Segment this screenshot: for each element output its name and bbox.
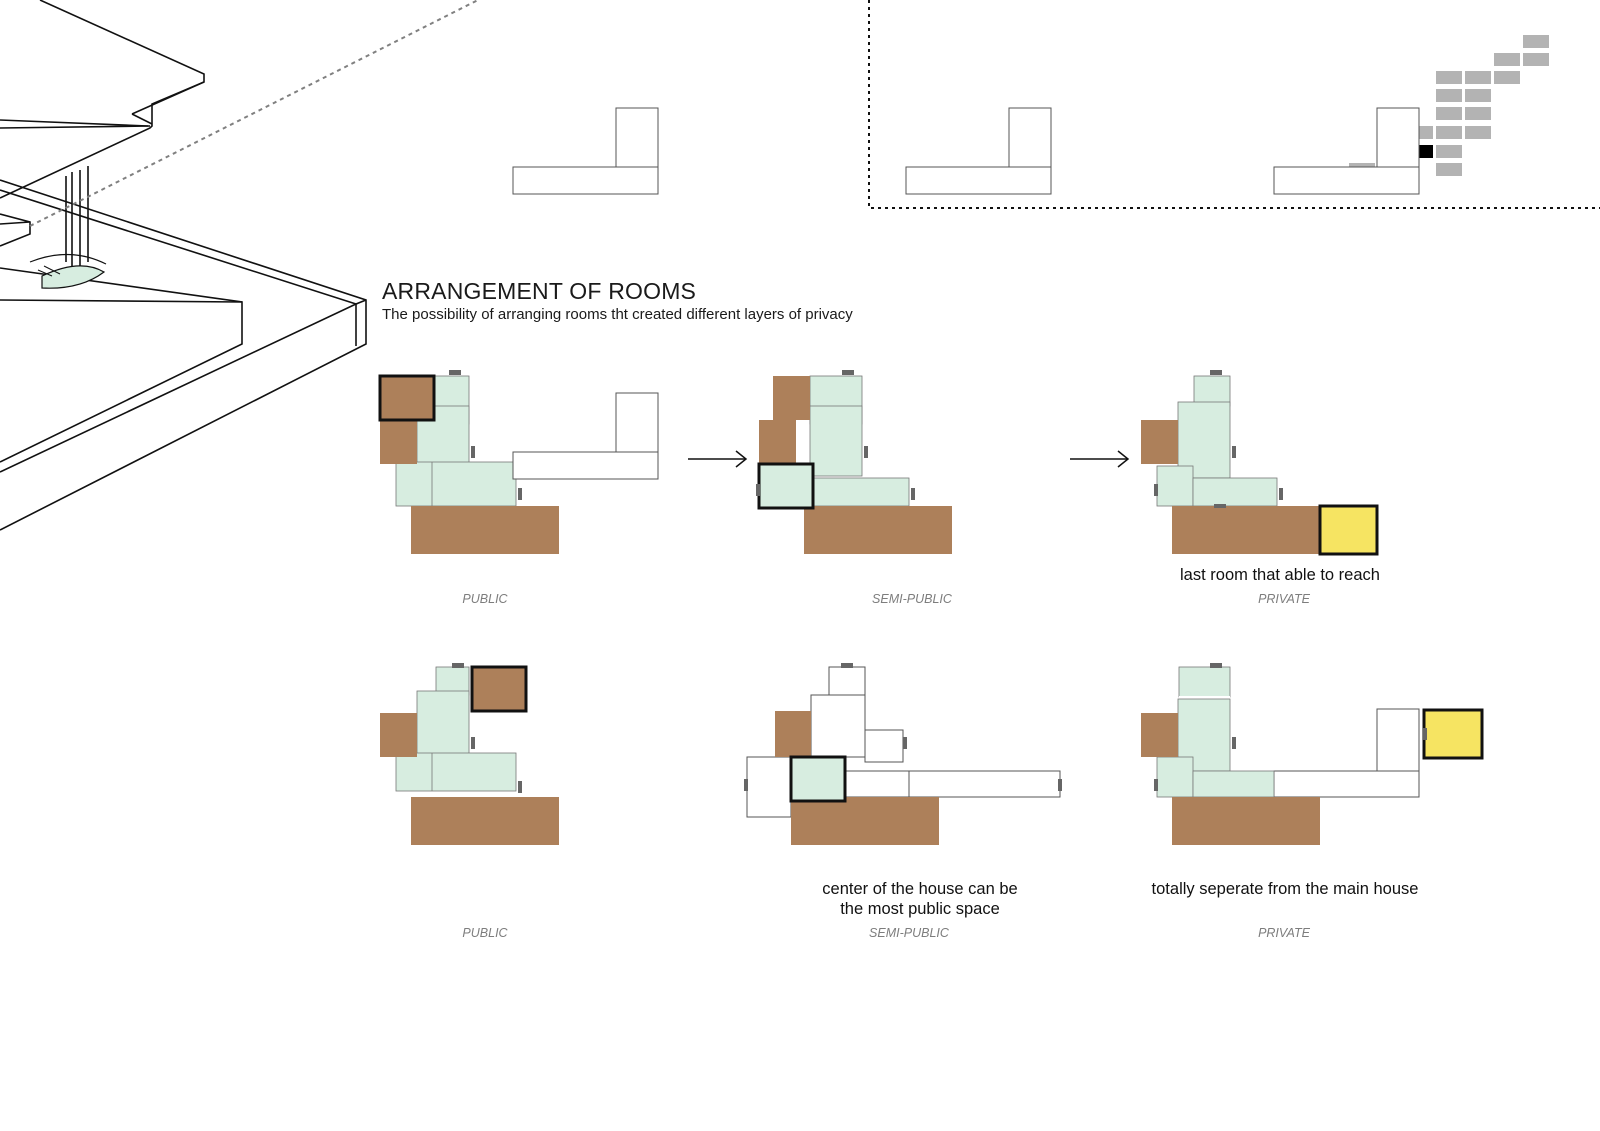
row1-private-note: last room that able to reach: [1180, 566, 1380, 584]
key-plan-frame: [868, 0, 1600, 209]
plan-row2-public: [380, 392, 659, 845]
row1-caption-private: PRIVATE: [1258, 592, 1310, 606]
axonometric-drawing: [0, 0, 367, 531]
plan-row1-private: [1141, 107, 1420, 556]
row1-caption-semi-public: SEMI-PUBLIC: [872, 592, 952, 606]
plan-row1-public: [378, 107, 659, 554]
row2-private-note: totally seperate from the main house: [1151, 880, 1419, 898]
row2-caption-public: PUBLIC: [462, 926, 508, 940]
row2-caption-private: PRIVATE: [1258, 926, 1310, 940]
page-title: ARRANGEMENT OF ROOMS: [382, 278, 697, 304]
dashed-leader-line: [29, 0, 479, 227]
row1-caption-public: PUBLIC: [462, 592, 508, 606]
row2-semi-public-note-line1: center of the house can be: [822, 880, 1018, 898]
page-subtitle: The possibility of arranging rooms tht c…: [382, 306, 853, 323]
plan-row2-private: [1141, 663, 1484, 845]
row2-semi-public-note-line2: the most public space: [840, 900, 1000, 918]
row2-caption-semi-public: SEMI-PUBLIC: [869, 926, 949, 940]
plan-row1-semi-public: [756, 107, 1052, 554]
plan-row2-semi-public: [744, 663, 1062, 845]
